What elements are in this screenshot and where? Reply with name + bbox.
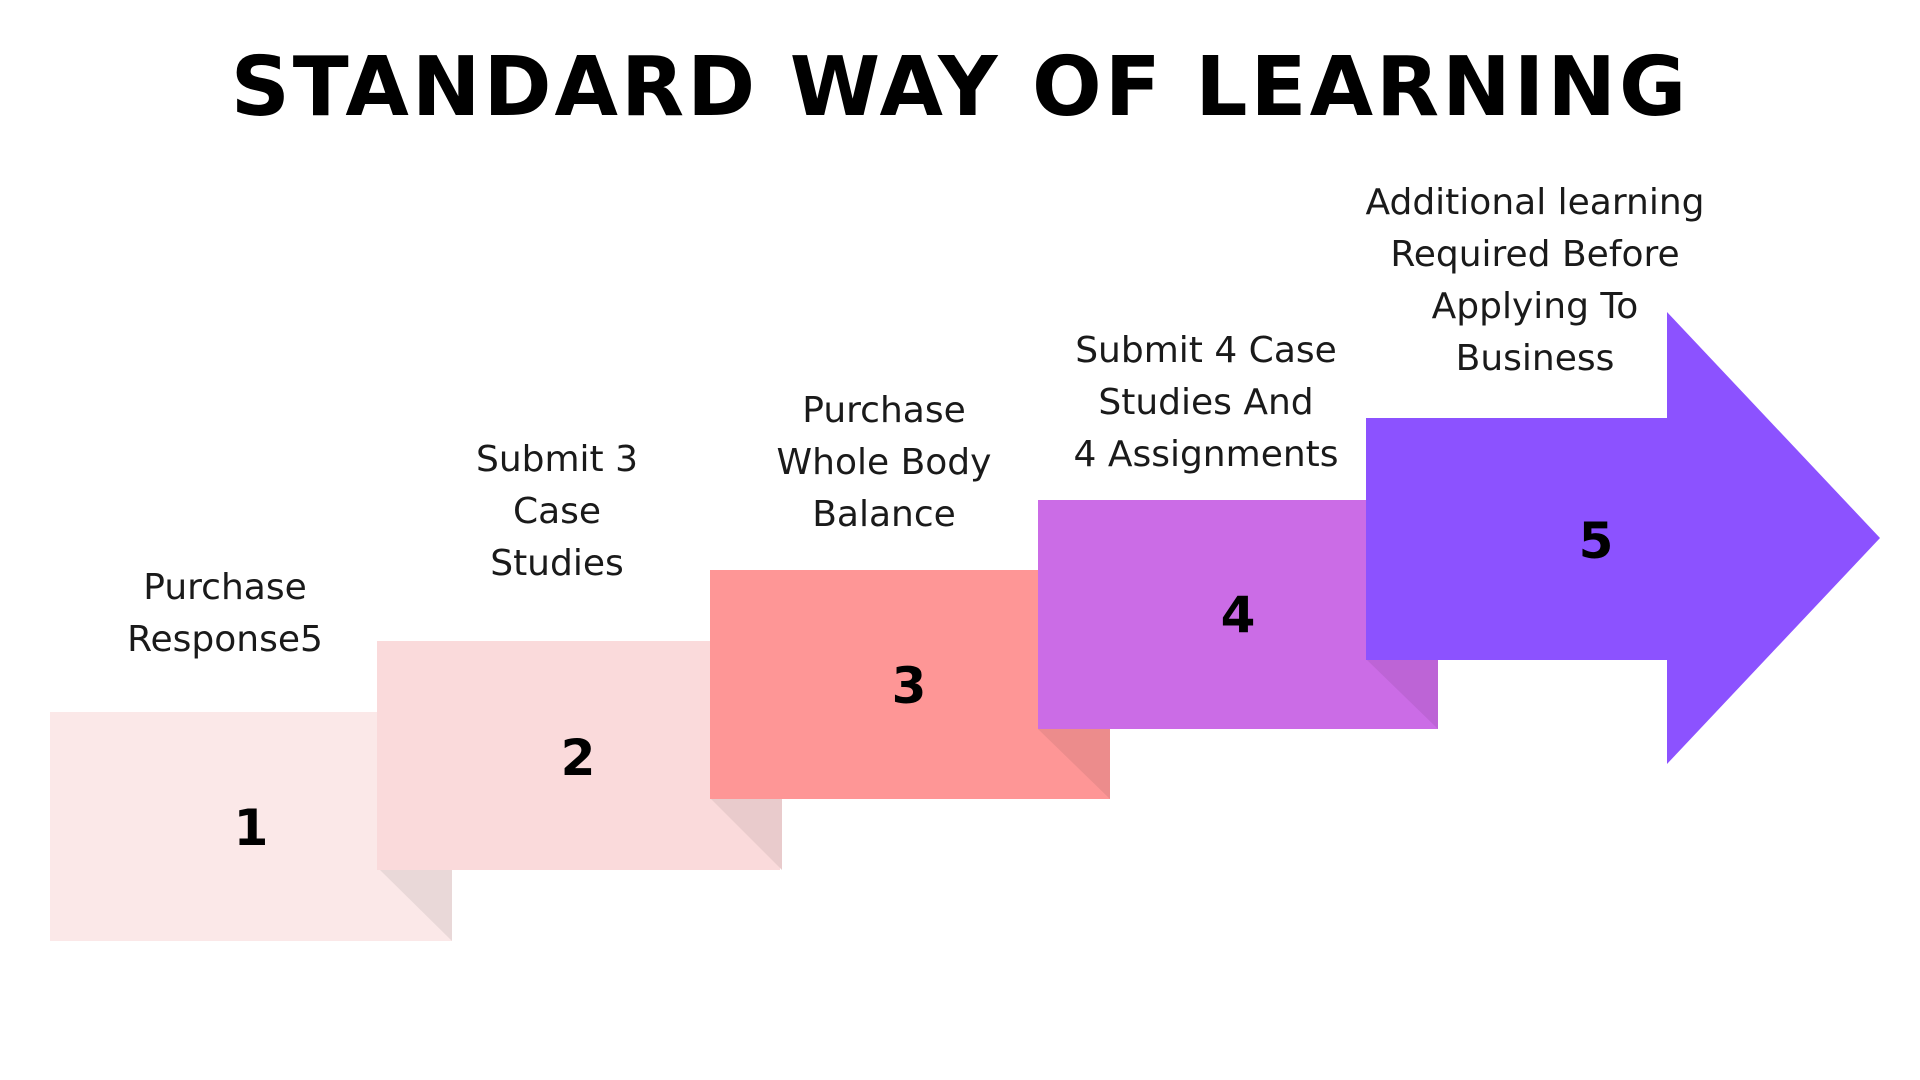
- page-title: STANDARD WAY OF LEARNING: [230, 40, 1690, 135]
- step-5-label: Additional learning Required Before Appl…: [1365, 182, 1705, 379]
- step-2-number: 2: [561, 729, 596, 787]
- step-2-label: Submit 3 Case Studies: [475, 439, 639, 584]
- step-3-label: Purchase Whole Body Balance: [776, 390, 992, 535]
- step-1-label: Purchase Response5: [127, 567, 323, 660]
- step-4-number: 4: [1221, 586, 1256, 644]
- step-5-block: 5: [1366, 312, 1880, 764]
- step-1-fold: [378, 868, 452, 941]
- step-4-label: Submit 4 Case Studies And 4 Assignments: [1073, 330, 1339, 475]
- step-5-arrow: [1366, 312, 1880, 764]
- step-3-number: 3: [892, 657, 927, 715]
- step-5-number: 5: [1579, 512, 1614, 570]
- step-1-number: 1: [234, 799, 269, 857]
- step-3-fold: [1038, 729, 1110, 799]
- step-4-fold: [1366, 659, 1438, 729]
- step-2-fold: [710, 798, 782, 870]
